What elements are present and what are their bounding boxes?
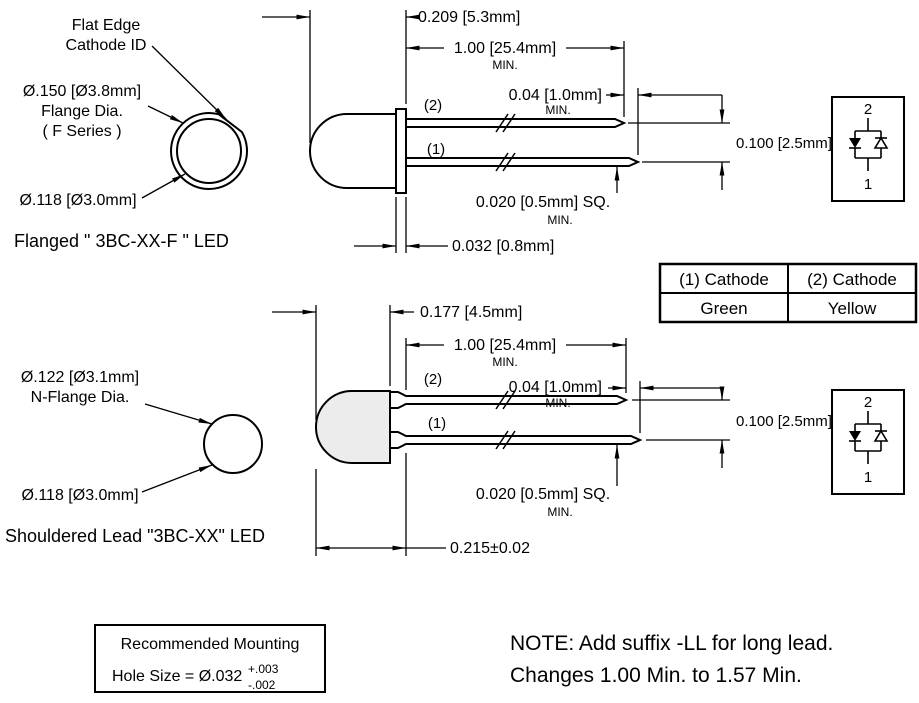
dim-lead-square-shouldered: 0.020 [0.5mm] SQ.	[476, 486, 610, 503]
dim-lead-tip-min-shouldered: MIN.	[545, 396, 570, 410]
shouldered-front-leader-arrows	[141, 403, 213, 493]
nflange-dia-label-line1: Ø.122 [Ø3.1mm]	[21, 369, 139, 386]
flange-dia-label-line1: Ø.150 [Ø3.8mm]	[23, 83, 141, 100]
dim-shoulder-length: 0.215±0.02	[450, 540, 530, 557]
flange-dia-label-line2: Flange Dia.	[41, 103, 123, 120]
flanged-led-drawing: Flat Edge Cathode ID Ø.150 [Ø3.8mm] Flan…	[14, 9, 905, 255]
flanged-front-flange-circle	[170, 112, 248, 190]
flanged-pin1-label: (1)	[427, 141, 445, 158]
flange-dia-label-line3: ( F Series )	[42, 123, 121, 140]
flanged-lead-break-marks	[495, 113, 516, 172]
schematic-pin2: 2	[864, 101, 872, 118]
flanged-front-leader-arrows	[141, 45, 227, 199]
table-value-green: Green	[700, 299, 747, 318]
mounting-hole-box: Recommended Mounting Hole Size = Ø.032 +…	[94, 624, 326, 693]
flanged-dim-lead-tip-lines	[606, 88, 722, 155]
shouldered-body-side	[315, 390, 391, 464]
dim-tip-to-flange: 0.209 [5.3mm]	[418, 9, 520, 26]
dim-lead-spacing: 0.100 [2.5mm]	[736, 135, 832, 152]
dim-lead-tip-min: MIN.	[545, 103, 570, 117]
dim-flange-thickness: 0.032 [0.8mm]	[452, 238, 554, 255]
flanged-pin2-label: (2)	[424, 97, 442, 114]
shouldered-caption: Shouldered Lead "3BC-XX" LED	[5, 526, 265, 546]
flanged-dim-flange-thickness-lines	[354, 197, 448, 253]
shouldered-lead-1	[389, 431, 643, 449]
flanged-dim-lead-length-lines	[406, 41, 625, 117]
mounting-tol-minus: -.002	[248, 678, 276, 692]
note-line2: Changes 1.00 Min. to 1.57 Min.	[510, 664, 802, 687]
mounting-tol-plus: +.003	[248, 662, 279, 676]
flanged-dim-tip-to-flange-lines	[262, 10, 420, 143]
dim-lead-length: 1.00 [25.4mm]	[454, 40, 556, 57]
flanged-schematic-symbol: 2 1	[831, 96, 905, 202]
schematic-pin1-shouldered: 1	[864, 469, 872, 486]
table-header-cathode1: (1) Cathode	[679, 270, 769, 289]
dim-lead-length-shouldered: 1.00 [25.4mm]	[454, 337, 556, 354]
shouldered-dim-lead-spacing-lines	[632, 386, 730, 468]
shouldered-schematic-symbol: 2 1	[831, 389, 905, 495]
flat-edge-label-line2: Cathode ID	[66, 37, 147, 54]
dim-lead-square: 0.020 [0.5mm] SQ.	[476, 194, 610, 211]
dim-lead-square-min: MIN.	[547, 213, 572, 227]
shouldered-led-drawing: Ø.122 [Ø3.1mm] N-Flange Dia. Ø.118 [Ø3.0…	[5, 304, 905, 557]
polarity-table: (1) Cathode (2) Cathode Green Yellow	[658, 262, 918, 324]
table-value-yellow: Yellow	[828, 299, 877, 318]
long-lead-note: NOTE: Add suffix -LL for long lead. Chan…	[510, 632, 833, 687]
dim-tip-to-body: 0.177 [4.5mm]	[420, 304, 522, 321]
flat-edge-label-line1: Flat Edge	[72, 17, 141, 34]
shouldered-dim-shoulder-lines	[315, 453, 446, 556]
dim-lead-tip: 0.04 [1.0mm]	[509, 87, 602, 104]
flanged-lead-1	[405, 157, 641, 167]
schematic-pin1: 1	[864, 176, 872, 193]
table-header-cathode2: (2) Cathode	[807, 270, 897, 289]
dim-lead-spacing-shouldered: 0.100 [2.5mm]	[736, 413, 832, 430]
flanged-body-dia-label: Ø.118 [Ø3.0mm]	[19, 192, 136, 209]
shouldered-body-dia-label: Ø.118 [Ø3.0mm]	[21, 487, 138, 504]
nflange-dia-label-line2: N-Flange Dia.	[31, 389, 130, 406]
schematic-pin2-shouldered: 2	[864, 394, 872, 411]
flanged-body-side	[309, 108, 407, 194]
flanged-lead-2	[405, 118, 627, 128]
shouldered-lead-break-marks	[495, 390, 516, 450]
mounting-line1: Recommended Mounting	[121, 636, 300, 653]
dim-lead-length-min-shouldered: MIN.	[492, 355, 517, 369]
flanged-caption: Flanged " 3BC-XX-F " LED	[14, 231, 229, 251]
flanged-dim-lead-spacing-lines	[628, 95, 730, 190]
shouldered-dim-lead-tip-lines	[608, 381, 722, 433]
flanged-front-body-circle	[176, 118, 242, 184]
shouldered-dim-tip-to-body-lines	[272, 305, 414, 420]
shouldered-pin1-label: (1)	[428, 415, 446, 432]
mounting-line2: Hole Size = Ø.032	[112, 668, 242, 685]
dim-lead-tip-shouldered: 0.04 [1.0mm]	[509, 379, 602, 396]
shouldered-lead-2	[389, 391, 629, 409]
dim-lead-length-min: MIN.	[492, 58, 517, 72]
note-line1: NOTE: Add suffix -LL for long lead.	[510, 632, 833, 655]
shouldered-pin2-label: (2)	[424, 371, 442, 388]
shouldered-front-circle	[203, 414, 263, 474]
shouldered-dim-lead-length-lines	[405, 338, 627, 393]
dim-lead-square-min-shouldered: MIN.	[547, 505, 572, 519]
